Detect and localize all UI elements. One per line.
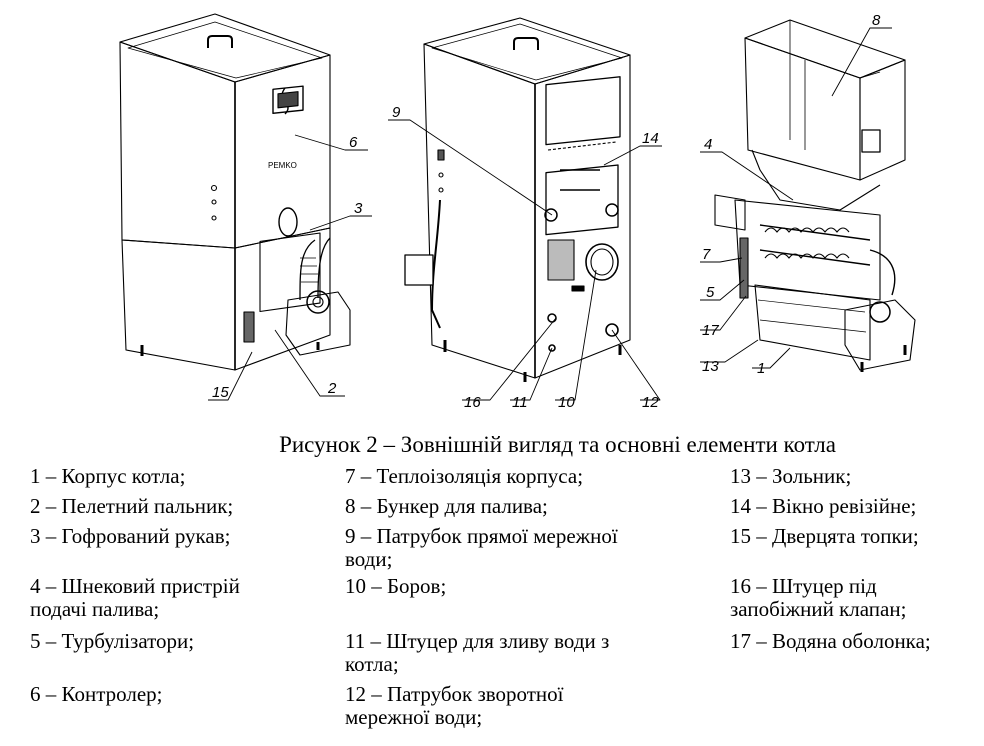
callout-8: 8 xyxy=(872,12,881,29)
figure-caption: Рисунок 2 – Зовнішній вигляд та основні … xyxy=(279,432,836,457)
legend-item: 16 – Штуцер під запобіжний клапан; xyxy=(730,574,907,621)
boiler-front-view: PEMKO xyxy=(119,13,351,371)
callout-3: 3 xyxy=(354,200,363,217)
callout-11: 11 xyxy=(512,394,528,411)
callout-15: 15 xyxy=(212,384,229,401)
callout-4: 4 xyxy=(704,136,712,153)
callout-1: 1 xyxy=(757,360,765,377)
legend-item: 10 – Боров; xyxy=(345,574,447,598)
boiler-drawing: PEMKO xyxy=(119,12,916,411)
callout-6: 6 xyxy=(349,134,358,151)
callout-7: 7 xyxy=(702,246,711,263)
brand-label: PEMKO xyxy=(268,161,297,170)
callout-17: 17 xyxy=(702,322,719,339)
callout-2: 2 xyxy=(327,380,337,397)
callout-9: 9 xyxy=(392,104,401,121)
legend-item: 4 – Шнековий пристрій подачі палива; xyxy=(30,574,240,621)
callout-13: 13 xyxy=(702,358,719,375)
legend-item: 1 – Корпус котла; xyxy=(30,464,186,488)
legend-item: 5 – Турбулізатори; xyxy=(30,629,195,653)
legend-item: 8 – Бункер для палива; xyxy=(345,494,548,518)
legend-item: 17 – Водяна оболонка; xyxy=(730,629,931,653)
callout-14: 14 xyxy=(642,130,659,147)
legend-item: 7 – Теплоізоляція корпуса; xyxy=(345,464,584,488)
callout-5: 5 xyxy=(706,284,715,301)
legend-item: 3 – Гофрований рукав; xyxy=(30,524,231,548)
legend-item: 13 – Зольник; xyxy=(730,464,852,488)
boiler-section-view xyxy=(714,19,916,372)
callout-labels: 6 3 2 15 9 14 16 11 10 12 8 4 7 5 17 13 … xyxy=(212,12,881,411)
legend-item: 11 – Штуцер для зливу води з котла; xyxy=(345,629,610,676)
legend-item: 6 – Контролер; xyxy=(30,682,163,706)
callout-10: 10 xyxy=(558,394,575,411)
legend-item: 2 – Пелетний пальник; xyxy=(30,494,234,518)
legend-item: 15 – Дверцята топки; xyxy=(730,524,919,548)
boiler-rear-view xyxy=(404,17,631,382)
callout-leaders xyxy=(208,27,892,401)
legend-item: 12 – Патрубок зворотної мережної води; xyxy=(345,682,564,729)
callout-12: 12 xyxy=(642,394,659,411)
legend-item: 9 – Патрубок прямої мережної води; xyxy=(345,524,618,571)
callout-16: 16 xyxy=(464,394,481,411)
legend-item: 14 – Вікно ревізійне; xyxy=(730,494,917,518)
